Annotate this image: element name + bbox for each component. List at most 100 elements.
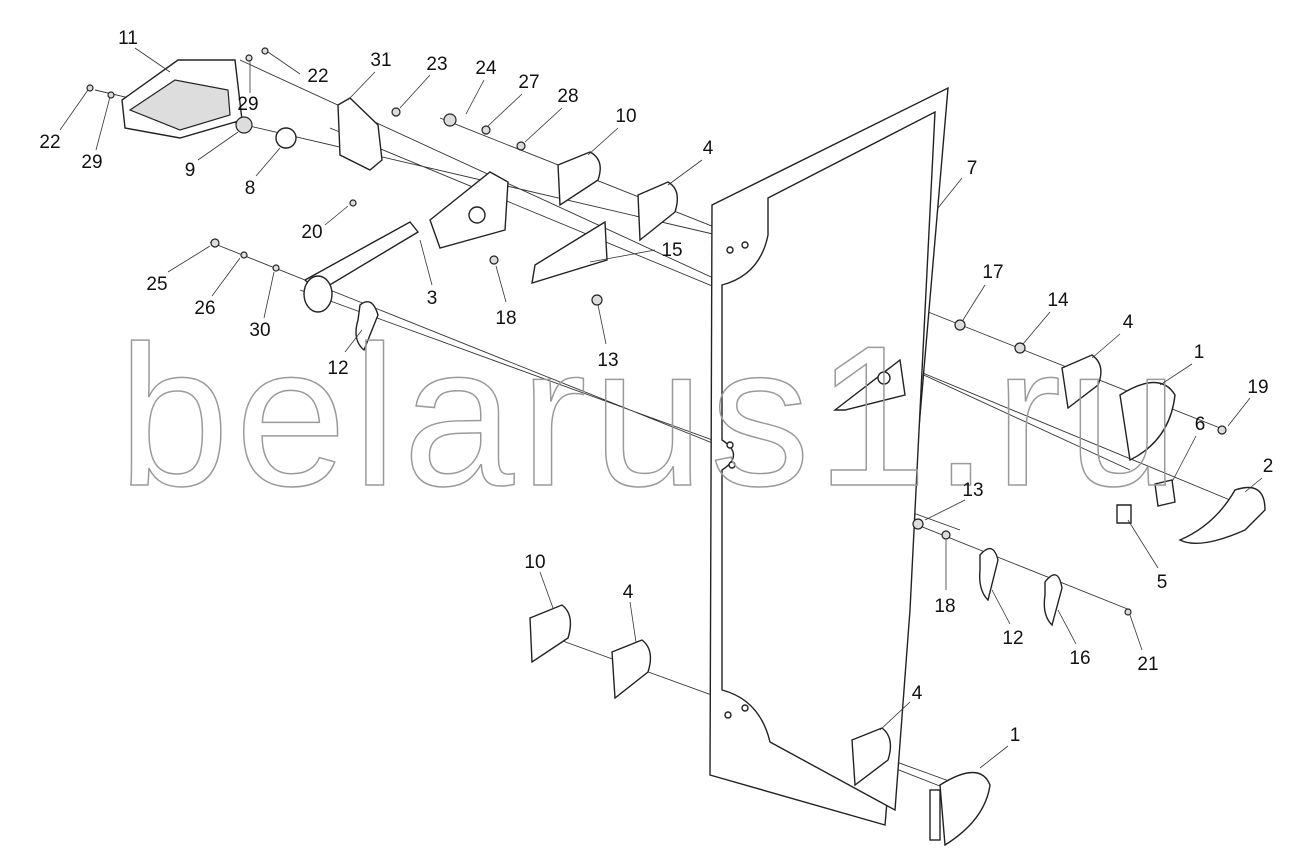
callout-label: 15 [661,240,682,261]
callout-label: 1 [1194,342,1205,363]
fastener [349,199,357,207]
callout-label: 20 [301,222,322,243]
leader-line [1022,311,1051,345]
leader-line [167,245,211,273]
fastener [1217,425,1227,435]
callout-label: 17 [982,262,1003,283]
leader-line [1244,477,1263,493]
callout-label: 29 [81,152,102,173]
callout-label: 9 [185,160,196,181]
fastener [86,84,94,92]
leader-line [597,304,607,345]
leader-line [1091,333,1121,359]
leader-line [979,745,1009,769]
leader-line [399,74,431,109]
part-shaft-3 [303,171,509,313]
leader-line [267,51,301,75]
fastener [1124,608,1132,616]
callout-label: 16 [1069,648,1090,669]
leader-line [263,271,275,319]
leader-line [134,47,171,73]
callout-label: 24 [475,58,497,79]
callout-label: 31 [370,50,391,71]
leader-line [487,93,523,127]
callout-label: 5 [1157,572,1168,593]
callout-label: 12 [327,358,348,379]
leader-line [324,205,349,226]
callout-label: 19 [1247,377,1268,398]
callout-label: 2 [1263,456,1274,477]
leader-line [344,329,363,353]
callout-label: 13 [962,480,983,501]
leader-line [1057,609,1077,645]
fastener [210,238,220,248]
callout-label: 4 [703,138,714,159]
fastener [489,255,499,265]
leader-line [629,601,637,643]
callout-label: 4 [912,683,923,704]
leader-line [667,159,703,186]
fasteners [86,47,1227,616]
callout-label: 18 [934,596,955,617]
callout-label: 13 [597,350,618,371]
callout-label: 26 [194,298,215,319]
callout-label: 30 [249,320,270,341]
door-panel [709,86,949,826]
leader-line [962,284,986,321]
callout-label: 11 [118,28,138,49]
leader-line [59,89,89,131]
fastener [481,125,491,135]
fastener [261,47,269,55]
leader-line [197,131,239,161]
callout-label: 14 [1047,290,1069,311]
callout-label: 4 [623,582,634,603]
watermark: belarus1.ru [118,305,1185,528]
leader-line [1159,363,1193,386]
fastener [443,113,457,127]
leader-line [539,571,554,609]
callout-label: 4 [1123,312,1134,333]
callout-label: 18 [495,308,516,329]
leader-line [95,96,111,151]
part-bracket-11 [121,59,243,139]
leader-line [587,127,619,156]
fastener [107,91,115,99]
callout-label: 6 [1195,414,1206,435]
callout-label: 23 [426,54,447,75]
callout-label: 7 [967,158,978,179]
callout-label: 22 [307,66,328,87]
fastener [272,264,280,272]
leader-line [589,249,656,263]
callout-label: 25 [146,274,167,295]
callout-label: 10 [524,552,545,573]
fastener [391,107,401,117]
callout-label: 29 [237,94,258,115]
leader-line [419,239,433,286]
leader-line [879,701,911,731]
leader-line [924,499,966,521]
callout-label: 8 [245,178,256,199]
leader-line [347,71,376,101]
part-washer-8 [275,127,297,149]
callout-label: 28 [557,86,578,107]
leader-line [1171,435,1197,483]
callout-label: 3 [427,288,438,309]
leader-line [211,257,241,297]
callout-label: 1 [1010,725,1021,746]
fastener [941,530,951,540]
callout-label: 12 [1002,628,1023,649]
leader-line [255,147,281,177]
fastener [516,141,526,151]
leader-line [991,589,1011,625]
part-nut-9 [235,116,253,134]
fastener [954,319,966,331]
callout-label: 22 [39,132,60,153]
plates [355,151,1266,847]
leader-line [937,177,963,209]
fastener [1014,342,1026,354]
fastener [912,518,924,530]
leader-line [1227,397,1251,427]
callout-label: 21 [1137,654,1158,675]
